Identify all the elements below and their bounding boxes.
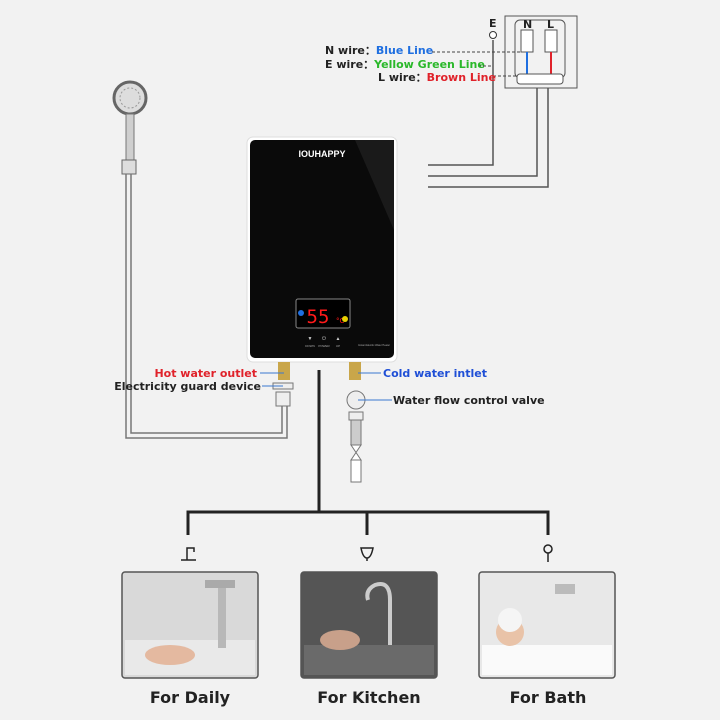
faucet-icon — [181, 547, 196, 561]
earth-terminal-icon — [489, 31, 497, 39]
kitchen-tap-icon — [360, 547, 374, 561]
power-button-label: POWER — [318, 344, 330, 348]
kitchen-caption: For Kitchen — [317, 688, 420, 707]
flame-icon — [298, 310, 304, 316]
shower-head-icon — [112, 80, 148, 175]
model-text: Instant Electric Water Heater — [358, 344, 390, 347]
water-heater-unit: IOUHAPPY 55 °C ▼ ⏻ ▲ DOWN POWER UP Insta… — [246, 136, 398, 363]
distribution-lines — [186, 370, 550, 535]
daily-use-photo — [121, 571, 259, 679]
bath-use-photo — [478, 571, 616, 679]
up-button-symbol[interactable]: ▲ — [336, 336, 341, 342]
callout-lines — [260, 372, 392, 401]
brand-logo: IOUHAPPY — [298, 149, 345, 159]
heating-icon — [342, 316, 348, 322]
daily-caption: For Daily — [150, 688, 231, 707]
earth-label: E — [489, 17, 497, 30]
down-button-label: DOWN — [305, 344, 315, 348]
e-wire-label: E wire：Yellow Green Line — [325, 58, 485, 71]
hot-water-outlet-label: Hot water outlet — [154, 367, 257, 380]
bath-caption: For Bath — [510, 688, 587, 707]
shower-icon — [543, 544, 553, 562]
terminal-box — [504, 15, 578, 89]
terminal-l-label: L — [547, 18, 554, 31]
cold-water-pipe — [346, 362, 366, 483]
cold-water-inlet-label: Cold water intlet — [383, 367, 487, 380]
shower-hose — [125, 174, 288, 439]
power-button-symbol[interactable]: ⏻ — [322, 336, 326, 342]
l-wire-label: L wire：Brown Line — [378, 71, 496, 84]
temperature-display: 55 — [307, 306, 330, 328]
flow-valve-label: Water flow control valve — [393, 394, 545, 407]
temperature-unit: °C — [336, 317, 345, 325]
wire-leader-lines — [432, 51, 521, 77]
hot-water-pipe — [272, 362, 294, 407]
n-wire-label: N wire：Blue Line — [325, 44, 433, 57]
terminal-n-label: N — [523, 18, 532, 31]
electricity-guard-label: Electricity guard device — [114, 380, 261, 393]
up-button-label: UP — [336, 344, 340, 348]
kitchen-use-photo — [300, 571, 438, 679]
wiring-lines — [428, 40, 549, 188]
down-button-symbol[interactable]: ▼ — [308, 336, 313, 342]
